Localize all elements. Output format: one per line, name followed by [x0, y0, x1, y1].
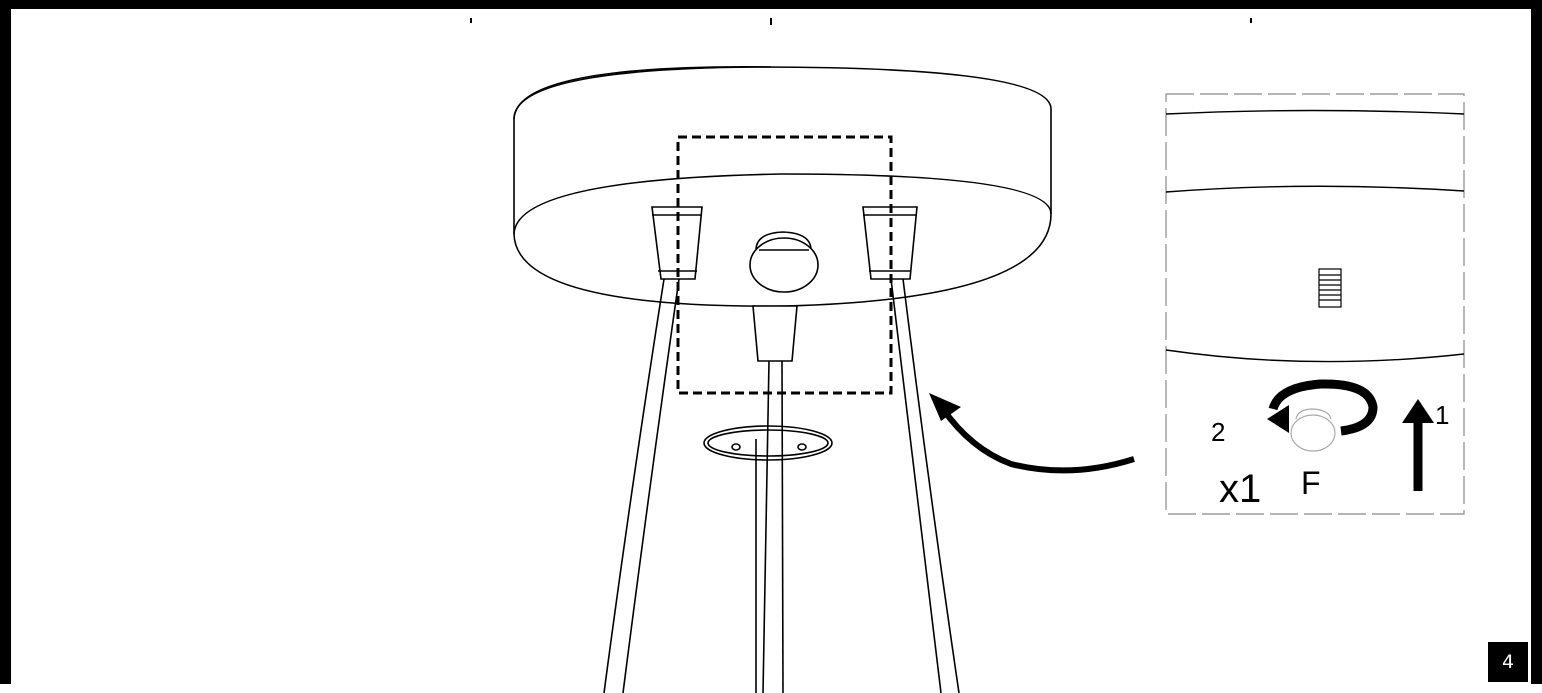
push-up-arrow-icon — [1402, 399, 1434, 491]
detail-inset: 2 1 x1 F — [1165, 93, 1465, 515]
assembly-diagram: 2 1 x1 F — [470, 18, 1465, 693]
pointer-arrow — [929, 393, 1135, 474]
top-edge-marks — [470, 18, 1252, 25]
part-letter-label: F — [1301, 465, 1321, 501]
right-cord-grip — [862, 206, 918, 280]
push-up-step-label: 1 — [1435, 400, 1449, 430]
canopy — [513, 66, 1052, 307]
center-cord-grip — [752, 305, 798, 362]
detail-highlight-box — [676, 135, 893, 395]
part-quantity-label: x1 — [1219, 467, 1261, 511]
threaded-rod-icon — [1318, 268, 1342, 308]
finial-nut — [749, 231, 819, 293]
rotate-step-label: 2 — [1211, 417, 1225, 447]
step-number-badge: 4 — [1488, 642, 1528, 682]
rotate-arrow-icon — [1267, 379, 1378, 436]
suspension-cords — [603, 278, 960, 693]
part-f-nut-icon — [1290, 408, 1336, 452]
